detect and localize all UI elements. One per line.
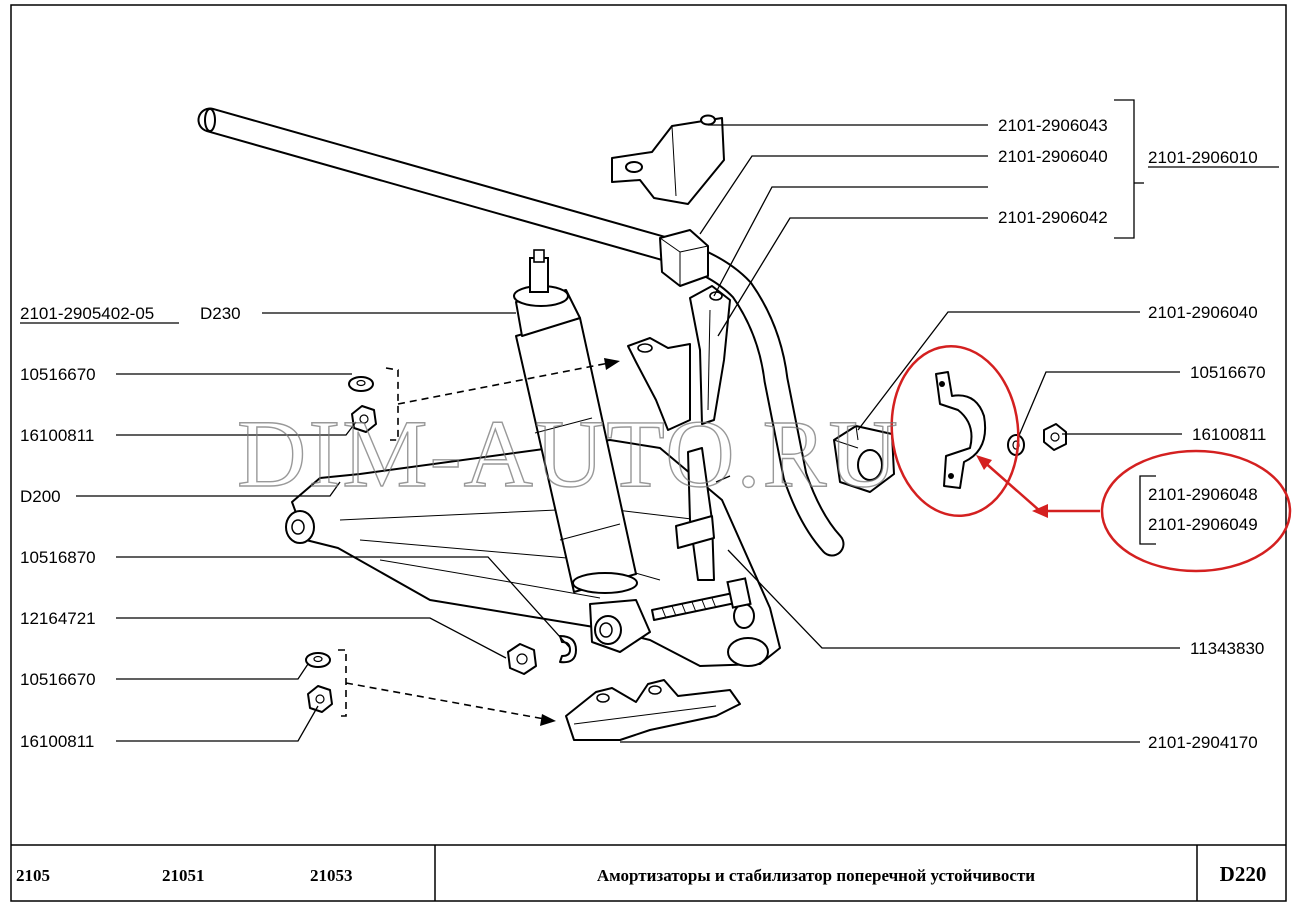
label-bolt: 10516870 <box>20 548 96 567</box>
assembly-arrow-bottom <box>345 682 551 721</box>
assembly-arrowhead-bottom <box>540 714 556 726</box>
highlight-arrow-diagonal <box>981 459 1041 512</box>
highlight-arrowhead-part <box>976 455 992 470</box>
assembly-arrowhead-top <box>604 358 620 370</box>
label-group: 2101-2906010 <box>1148 148 1258 167</box>
highlight-circle-part <box>890 344 1020 518</box>
label-plate: 2101-2904170 <box>1148 733 1258 752</box>
page-frame <box>10 4 1287 902</box>
bar-cushion <box>659 229 709 287</box>
label-lock-washer: 12164721 <box>20 609 96 628</box>
label-clamp-top: 2101-2906042 <box>998 208 1108 227</box>
label-shock-part: 2101-2905402-05 <box>20 304 154 323</box>
footer-model-2: 21051 <box>162 866 205 885</box>
highlight-arrowhead-left <box>1032 504 1048 518</box>
bolt-nut <box>507 643 537 675</box>
right-labels: 2101-2906043 2101-2906040 2101-2906042 2… <box>998 116 1279 752</box>
side-cushion <box>833 425 895 493</box>
washer-top-left <box>348 376 374 392</box>
lock-washer <box>559 635 577 664</box>
label-washer-a: 10516670 <box>20 365 96 384</box>
highlight-circle-numbers <box>1100 449 1292 573</box>
highlight-annotation <box>890 344 1292 573</box>
top-bracket <box>611 114 725 205</box>
mounting-plate <box>565 679 741 741</box>
label-clamp-b: 2101-2906049 <box>1148 515 1258 534</box>
leader-lines <box>76 99 1182 743</box>
footer-bar: 2105 21051 21053 Амортизаторы и стабилиз… <box>16 862 1266 886</box>
shock-absorber <box>513 249 651 653</box>
nut-bottom-left <box>307 685 333 713</box>
shock-mount-bracket <box>627 337 691 431</box>
footer-model-1: 2105 <box>16 866 50 885</box>
label-clamp-a: 2101-2906048 <box>1148 485 1258 504</box>
stabilizer-link <box>675 447 731 581</box>
label-nut-b: 16100811 <box>20 732 94 751</box>
assembly-path-bottom <box>338 649 347 717</box>
nut-right <box>1043 423 1067 451</box>
label-cushion-top: 2101-2906040 <box>998 147 1108 166</box>
label-bracket: 2101-2906043 <box>998 116 1108 135</box>
exploded-drawing <box>197 107 1067 741</box>
nut-top-left <box>351 405 377 433</box>
footer-model-3: 21053 <box>310 866 353 885</box>
label-washer: 10516670 <box>1190 363 1266 382</box>
footer-code: D220 <box>1220 862 1267 886</box>
washer-bottom-left <box>305 652 331 668</box>
lower-bolt <box>651 577 752 621</box>
label-pin: 11343830 <box>1190 639 1264 658</box>
label-nut-a: 16100811 <box>20 426 94 445</box>
label-arm-ref: D200 <box>20 487 61 506</box>
label-washer-b: 10516670 <box>20 670 96 689</box>
side-clamp <box>935 371 986 489</box>
assembly-arrow-top <box>397 361 615 405</box>
label-shock-ref: D230 <box>200 304 241 323</box>
footer-title: Амортизаторы и стабилизатор поперечной у… <box>597 866 1035 885</box>
assembly-path-top <box>385 367 399 441</box>
watermark: DIM-AUTO.RU <box>237 400 900 507</box>
label-nut: 16100811 <box>1192 425 1266 444</box>
left-labels: 2101-2905402-05 D230 10516670 16100811 D… <box>20 304 241 751</box>
label-cushion-side: 2101-2906040 <box>1148 303 1258 322</box>
bar-clamp <box>689 285 731 425</box>
washer-right <box>1007 434 1025 456</box>
